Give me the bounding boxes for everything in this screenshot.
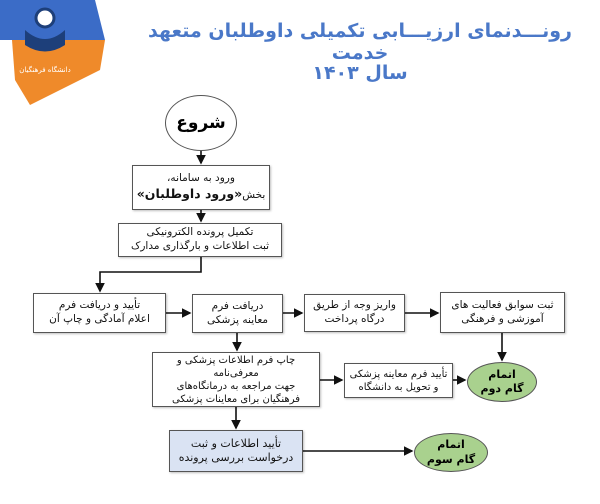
confirm-form-line1: تأیید و دریافت فرم xyxy=(58,299,141,312)
start-node: شروع xyxy=(165,95,237,151)
step2-end-line2: گام دوم xyxy=(480,382,524,395)
activities-line1: ثبت سوابق فعالیت های xyxy=(451,298,554,311)
payment-line1: واریز وجه از طریق xyxy=(313,299,396,312)
login-box: ورود به سامانه، بخش«ورود داوطلبان» xyxy=(132,165,270,210)
university-logo: دانشگاه فرهنگیان xyxy=(0,0,110,110)
print-medical-line3: فرهنگیان برای معاینات پزشکی xyxy=(172,393,300,405)
print-medical-line2: جهت مراجعه به درمانگاه‌های xyxy=(176,380,296,392)
logo-graphic: دانشگاه فرهنگیان xyxy=(0,0,105,105)
step2-end-node: اتمام گام دوم xyxy=(467,362,537,402)
profile-line2: ثبت اطلاعات و بارگذاری مدارک xyxy=(130,240,270,252)
login-line2-bold: «ورود داوطلبان» xyxy=(136,186,243,201)
step3-end-node: اتمام گام سوم xyxy=(414,433,488,472)
deliver-line2: و تحویل به دانشگاه xyxy=(358,381,439,393)
step3-end-line1: اتمام xyxy=(437,438,465,452)
step3-end-line2: گام سوم xyxy=(426,452,476,466)
medical-form-line2: معاینه پزشکی xyxy=(207,313,269,326)
confirm-form-line2: اعلام آمادگی و چاپ آن xyxy=(49,313,150,325)
page-title: رونـــدنمای ارزیـــابی تکمیلی داوطلبان م… xyxy=(148,20,572,64)
payment-line2: درگاه پرداخت xyxy=(324,313,385,325)
submit-line2: درخواست بررسی پرونده xyxy=(178,451,294,464)
print-medical-line1: چاپ فرم اطلاعات پزشکی و معرفی‌نامه xyxy=(176,354,296,379)
page-subtitle: سال ۱۴۰۳ xyxy=(312,62,408,84)
arrow-profile-confirm xyxy=(95,257,202,293)
deliver-line1: تأیید فرم معاینه پزشکی xyxy=(349,368,448,380)
start-label: شروع xyxy=(176,112,226,133)
login-line1: ورود به سامانه، xyxy=(167,172,235,185)
activities-line2: آموزشی و فرهنگی xyxy=(461,312,544,325)
login-line2-prefix: بخش xyxy=(242,189,266,201)
submit-line1: تأیید اطلاعات و ثبت xyxy=(190,436,282,450)
medical-form-line1: دریافت فرم xyxy=(211,299,264,312)
svg-text:دانشگاه فرهنگیان: دانشگاه فرهنگیان xyxy=(19,65,70,74)
step2-end-line1: اتمام xyxy=(488,367,516,381)
profile-line1: تکمیل پرونده الکترونیکی xyxy=(146,226,254,239)
